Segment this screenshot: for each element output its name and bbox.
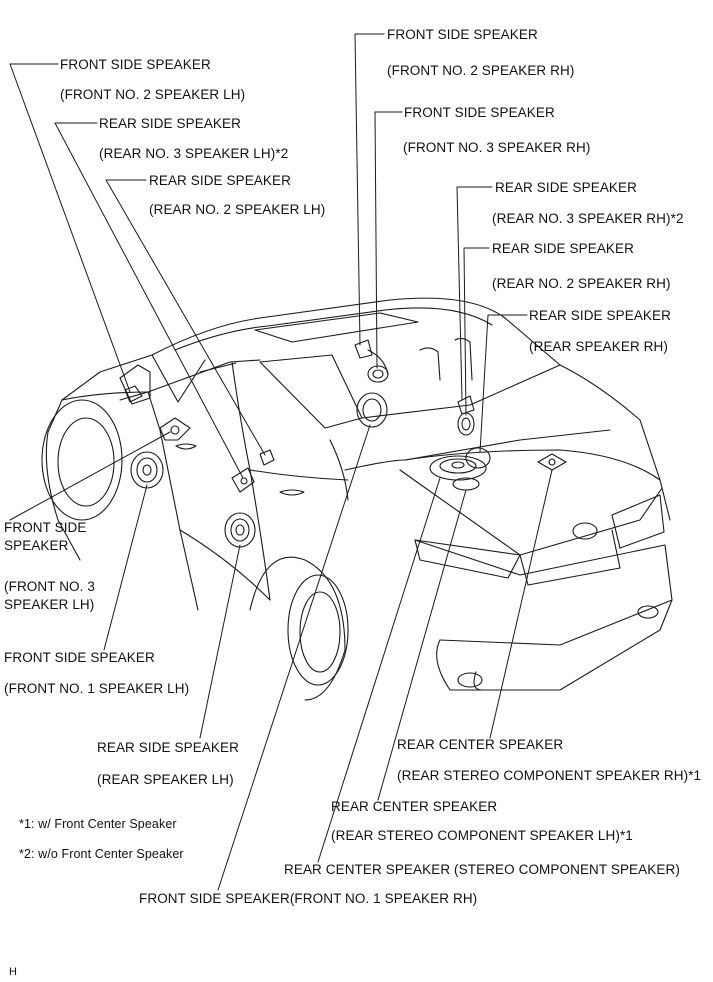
car-body xyxy=(41,297,673,701)
label-rear-side-lh-no3-sub: (REAR NO. 3 SPEAKER LH)*2 xyxy=(99,146,289,161)
label-rear-center-stereo: REAR CENTER SPEAKER (STEREO COMPONENT SP… xyxy=(284,862,680,877)
speaker-front-no1-lh xyxy=(130,451,164,489)
label-front-side-rh-no2-sub: (FRONT NO. 2 SPEAKER RH) xyxy=(387,63,575,78)
footnote-1: *1: w/ Front Center Speaker xyxy=(19,817,177,831)
label-rear-side-rh: REAR SIDE SPEAKER xyxy=(529,308,671,323)
label-rear-side-rh-no3: REAR SIDE SPEAKER xyxy=(495,180,637,195)
footnote-2: *2: w/o Front Center Speaker xyxy=(19,847,184,861)
speaker-front-no2-lh xyxy=(124,385,143,403)
label-rear-side-rh-no2: REAR SIDE SPEAKER xyxy=(492,241,634,256)
label-front-side-rh-no2: FRONT SIDE SPEAKER xyxy=(387,27,538,42)
speaker-rear-no2-lh xyxy=(259,449,275,466)
label-rear-center-rh-sub: (REAR STEREO COMPONENT SPEAKER RH)*1 xyxy=(397,768,702,783)
label-rear-side-lh-sub: (REAR SPEAKER LH) xyxy=(97,772,234,787)
label-rear-side-lh-no2-sub: (REAR NO. 2 SPEAKER LH) xyxy=(149,202,326,217)
speaker-rear-rh xyxy=(465,447,491,469)
label-front-side-lh-no3-line1: FRONT SIDE xyxy=(4,520,87,535)
label-front-side-lh-no2-sub: (FRONT NO. 2 SPEAKER LH) xyxy=(60,87,246,102)
label-rear-side-rh-sub: (REAR SPEAKER RH) xyxy=(529,339,668,354)
label-rear-side-lh: REAR SIDE SPEAKER xyxy=(97,740,239,755)
label-front-side-rh-no1: FRONT SIDE SPEAKER(FRONT NO. 1 SPEAKER R… xyxy=(139,891,478,906)
label-rear-center-lh: REAR CENTER SPEAKER xyxy=(331,799,498,814)
speaker-rear-stereo-component-rh xyxy=(537,453,567,471)
speaker-front-no3-lh xyxy=(159,417,191,441)
label-rear-side-rh-no3-sub: (REAR NO. 3 SPEAKER RH)*2 xyxy=(492,211,684,226)
label-rear-center-lh-sub: (REAR STEREO COMPONENT SPEAKER LH)*1 xyxy=(331,828,633,843)
label-front-side-lh-no1-sub: (FRONT NO. 1 SPEAKER LH) xyxy=(4,681,190,696)
label-front-side-lh-no1: FRONT SIDE SPEAKER xyxy=(4,650,155,665)
speaker-rear-lh xyxy=(224,512,256,548)
label-rear-center-rh: REAR CENTER SPEAKER xyxy=(397,737,564,752)
speaker-rear-no3-lh xyxy=(231,467,255,493)
speaker-front-no3-rh xyxy=(367,365,389,383)
label-front-side-lh-no3-sub-line1: (FRONT NO. 3 xyxy=(4,579,95,594)
label-rear-side-rh-no2-sub: (REAR NO. 2 SPEAKER RH) xyxy=(492,276,671,291)
label-rear-side-lh-no3: REAR SIDE SPEAKER xyxy=(99,116,241,131)
speaker-rear-center-stereo xyxy=(429,455,487,481)
figure-code: H xyxy=(9,966,18,978)
speaker-rear-no2-rh xyxy=(457,412,475,436)
label-front-side-rh-no3-sub: (FRONT NO. 3 SPEAKER RH) xyxy=(403,140,591,155)
label-front-side-lh-no3-line2: SPEAKER xyxy=(4,538,69,553)
label-front-side-rh-no3: FRONT SIDE SPEAKER xyxy=(404,105,555,120)
leader-lines xyxy=(9,33,553,891)
label-front-side-lh-no3-sub-line2: SPEAKER LH) xyxy=(4,597,95,612)
label-rear-side-lh-no2: REAR SIDE SPEAKER xyxy=(149,173,291,188)
label-front-side-lh-no2: FRONT SIDE SPEAKER xyxy=(60,57,211,72)
speaker-front-no1-rh xyxy=(356,392,388,428)
